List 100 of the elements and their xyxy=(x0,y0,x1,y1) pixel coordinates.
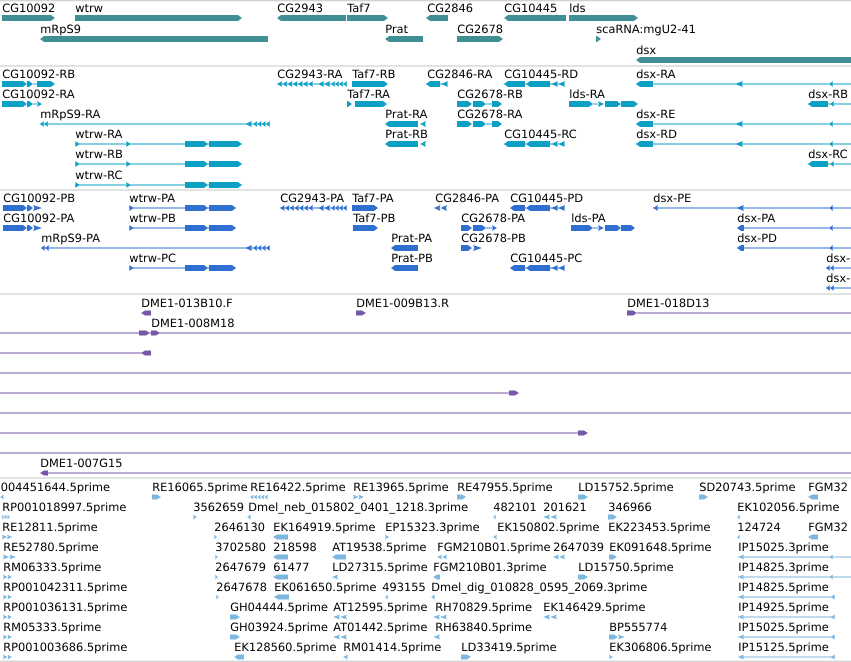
est-label: 004451644.5prime xyxy=(1,482,110,494)
gene-label: scaRNA:mgU2-41 xyxy=(596,24,695,36)
protein-label: lds-PA xyxy=(572,213,606,222)
protein-label: Taf7-PB xyxy=(353,213,395,222)
est-label: 2646130 xyxy=(215,522,264,532)
gene-label: CG10445 xyxy=(504,4,556,12)
clone-label: DME1-008M18 xyxy=(152,318,234,328)
est-label: FGM32 xyxy=(809,522,847,532)
gene-label: dsx xyxy=(636,45,656,54)
transcript-label: mRpS9-RA xyxy=(41,110,100,120)
est-label: 61477 xyxy=(274,562,308,572)
protein-label: dsx- xyxy=(826,253,850,262)
est-label: EK146429.5prime xyxy=(544,602,645,614)
transcript-label: CG2678-RB xyxy=(458,90,522,98)
est-label: FGM210B01.3prime xyxy=(434,562,546,574)
est-label: IP14825.3prime xyxy=(739,562,828,574)
est-label: EK306806.5prime xyxy=(610,642,711,654)
gene-label: CG2943 xyxy=(278,4,322,12)
transcript-label: CG2943-RA xyxy=(278,70,342,78)
transcript-label: wtrw-RC xyxy=(76,170,122,180)
protein-label: dsx-PA xyxy=(738,213,776,222)
protein-label: CG10445-PD xyxy=(510,194,582,202)
est-label: EK091648.5prime xyxy=(610,542,711,554)
gene-label: CG10092 xyxy=(2,4,54,12)
est-label: EK128560.5prime xyxy=(235,642,336,654)
protein-label: dsx-PE xyxy=(654,193,691,202)
est-label: AT12595.5prime xyxy=(333,602,427,614)
est-label: GH03924.5prime xyxy=(230,622,328,634)
transcript-label: lds-RA xyxy=(570,89,605,98)
protein-label: wtrw-PA xyxy=(130,194,175,202)
gene-label: CG2846 xyxy=(428,4,472,12)
protein-label: mRpS9-PA xyxy=(42,234,100,244)
est-label: RM06333.5prime xyxy=(4,562,101,574)
protein-label: wtrw-PB xyxy=(130,214,175,222)
est-label: BP555774 xyxy=(610,622,667,632)
clone-label: DME1-013B10.F xyxy=(142,298,232,308)
gene-label: CG2678 xyxy=(458,24,502,34)
est-label: RE12811.5prime xyxy=(3,522,98,534)
transcript-label: CG2678-RA xyxy=(458,110,522,118)
clone-label: DME1-009B13.R xyxy=(357,298,449,308)
est-label: RE52780.5prime xyxy=(4,542,98,554)
est-label: Dmel_neb_015802_0401_1218.3prime xyxy=(249,502,468,514)
est-label: 124724 xyxy=(738,522,780,531)
est-label: EK164919.5prime xyxy=(274,522,375,534)
est-label: FGM210B01.5prime xyxy=(438,542,550,554)
transcript-label: CG10092-RB xyxy=(2,70,74,78)
est-label: RP001036131.5prime xyxy=(4,602,127,614)
est-label: LD27315.5prime xyxy=(333,562,428,574)
est-label: 2647678 xyxy=(217,582,266,592)
est-label: FGM32 xyxy=(809,482,847,492)
protein-label: CG10445-PC xyxy=(510,254,582,262)
transcript-label: CG10445-RC xyxy=(504,130,576,138)
protein-label: dsx- xyxy=(826,273,850,282)
est-label: AT01442.5prime xyxy=(333,622,427,634)
protein-label: Prat-PA xyxy=(392,234,432,242)
est-label: 218598 xyxy=(274,542,316,552)
est-label: IP15025.5prime xyxy=(739,622,828,634)
transcript-label: dsx-RE xyxy=(636,109,675,118)
transcript-label: dsx-RA xyxy=(636,69,676,78)
est-label: 482101 xyxy=(494,502,536,512)
est-label: LD15752.5prime xyxy=(579,482,674,494)
transcript-label: Taf7-RA xyxy=(347,89,390,98)
est-label: EP15323.3prime xyxy=(386,522,480,534)
est-label: EK061650.5prime xyxy=(275,582,376,594)
est-label: EK223453.5prime xyxy=(609,522,710,534)
transcript-label: dsx-RD xyxy=(636,129,676,138)
transcript-label: Taf7-RB xyxy=(352,69,395,78)
est-label: RM01414.5prime xyxy=(344,642,441,654)
est-label: RP001042311.5prime xyxy=(4,582,127,594)
transcript-label: wtrw-RB xyxy=(76,150,122,158)
est-label: SD20743.5prime xyxy=(700,482,795,494)
protein-label: CG2678-PB xyxy=(462,234,525,242)
est-label: RE16422.5prime xyxy=(251,482,346,494)
est-label: GH04444.5prime xyxy=(230,602,328,614)
transcript-label: dsx-RB xyxy=(808,89,848,98)
est-label: RE16065.5prime xyxy=(153,482,248,494)
est-label: LD33419.5prime xyxy=(462,642,556,654)
est-label: IP15025.3prime xyxy=(739,542,828,554)
est-label: EK150802.5prime xyxy=(498,522,599,534)
protein-label: Taf7-PA xyxy=(352,193,394,202)
est-label: RH63840.5prime xyxy=(436,622,532,634)
est-label: 201621 xyxy=(544,502,586,512)
gene-label: Taf7 xyxy=(347,3,370,12)
est-label: 3562659 xyxy=(194,502,244,512)
est-label: AT19538.5prime xyxy=(332,542,426,554)
est-label: 2647039 xyxy=(554,542,604,552)
transcript-label: wtrw-RA xyxy=(76,130,122,138)
est-label: LD15750.5prime xyxy=(579,562,674,574)
protein-label: Prat-PB xyxy=(392,254,432,262)
est-label: RP001003686.5prime xyxy=(4,642,127,654)
est-label: RP001018997.5prime xyxy=(3,502,126,514)
est-label: 3702580 xyxy=(216,542,266,552)
gene-label: wtrw xyxy=(76,4,103,12)
gene-label: lds xyxy=(570,3,585,12)
transcript-label: Prat-RB xyxy=(386,130,428,138)
est-label: IP15125.5prime xyxy=(739,642,828,654)
transcript-label: CG10092-RA xyxy=(2,90,75,98)
protein-label: CG10092-PA xyxy=(4,214,74,222)
est-label: IP14825.5prime xyxy=(739,582,828,594)
est-label: RH70829.5prime xyxy=(436,602,532,614)
